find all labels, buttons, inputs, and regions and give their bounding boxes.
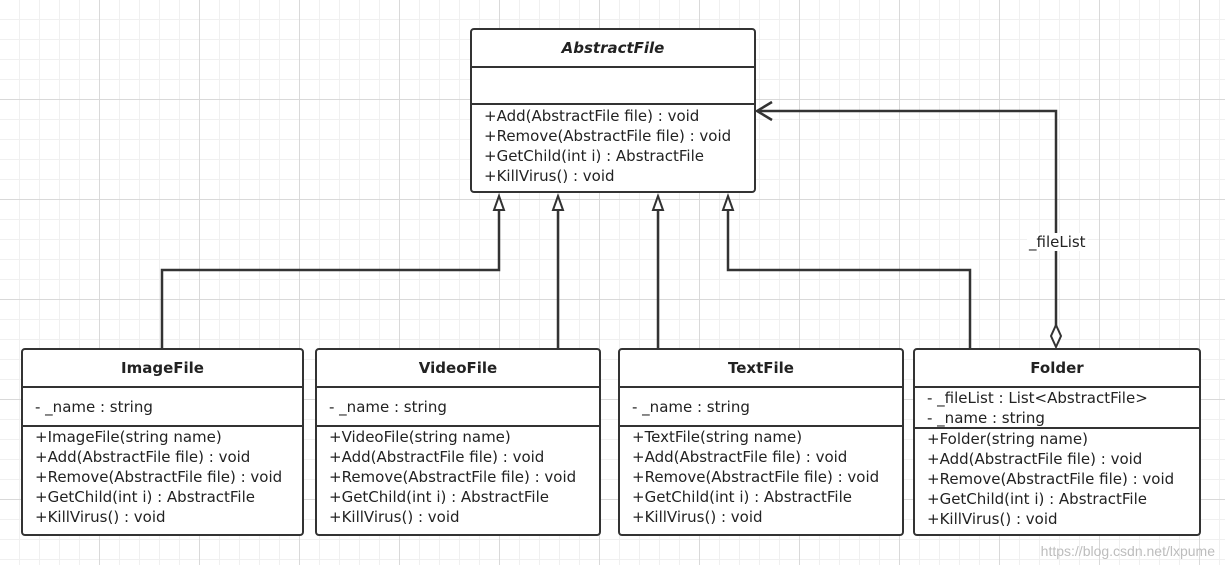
- operations-section-textfile: +TextFile(string name) +Add(AbstractFile…: [620, 427, 902, 527]
- operations-section-videofile: +VideoFile(string name) +Add(AbstractFil…: [317, 427, 599, 527]
- operation: +Remove(AbstractFile file) : void: [632, 468, 880, 486]
- operation: +GetChild(int i) : AbstractFile: [329, 488, 549, 506]
- operations-section-imagefile: +ImageFile(string name) +Add(AbstractFil…: [23, 427, 302, 527]
- class-name-imagefile: ImageFile: [23, 350, 302, 388]
- operation: +VideoFile(string name): [329, 428, 511, 446]
- operation: +Add(AbstractFile file) : void: [632, 448, 848, 466]
- operation: +Add(AbstractFile file) : void: [927, 450, 1143, 468]
- attribute: - _name : string: [632, 397, 750, 416]
- operation: +KillVirus() : void: [927, 510, 1058, 528]
- operation: +GetChild(int i) : AbstractFile: [632, 488, 852, 506]
- attribute: - _name : string: [329, 397, 447, 416]
- operation: +KillVirus() : void: [329, 508, 460, 526]
- aggregation-diamond: [1049, 322, 1063, 350]
- generalization-line-imagefile: [160, 210, 501, 349]
- attribute: - _fileList : List<AbstractFile>: [927, 388, 1148, 407]
- operation: +ImageFile(string name): [35, 428, 222, 446]
- class-imagefile[interactable]: ImageFile - _name : string +ImageFile(st…: [21, 348, 304, 536]
- operation: +Folder(string name): [927, 430, 1088, 448]
- association-label: _fileList: [1027, 233, 1088, 251]
- class-textfile[interactable]: TextFile - _name : string +TextFile(stri…: [618, 348, 904, 536]
- operation: +Add(AbstractFile file) : void: [35, 448, 251, 466]
- generalization-arrowhead-folder: [721, 193, 735, 211]
- aggregation-open-arrowhead: [754, 100, 773, 122]
- class-name-abstractfile: AbstractFile: [472, 30, 754, 68]
- operation: +Remove(AbstractFile file) : void: [484, 127, 732, 145]
- operation: +Remove(AbstractFile file) : void: [927, 470, 1175, 488]
- generalization-arrowhead-textfile: [651, 193, 665, 211]
- generalization-line-folder: [726, 210, 972, 349]
- operation: +TextFile(string name): [632, 428, 803, 446]
- generalization-arrowhead-videofile: [551, 193, 565, 211]
- attributes-section-videofile: - _name : string: [317, 388, 599, 427]
- operation: +GetChild(int i) : AbstractFile: [35, 488, 255, 506]
- aggregation-line: [757, 109, 1058, 326]
- operation: +KillVirus() : void: [484, 167, 615, 185]
- class-folder[interactable]: Folder - _fileList : List<AbstractFile> …: [913, 348, 1201, 536]
- operation: +GetChild(int i) : AbstractFile: [484, 147, 704, 165]
- watermark: https://blog.csdn.net/lxpume: [1040, 543, 1215, 559]
- operations-section-abstractfile: +Add(AbstractFile file) : void +Remove(A…: [472, 105, 754, 186]
- attribute: - _name : string: [35, 397, 153, 416]
- operation: +KillVirus() : void: [35, 508, 166, 526]
- operation: +Add(AbstractFile file) : void: [484, 107, 700, 125]
- operation: +Remove(AbstractFile file) : void: [329, 468, 577, 486]
- class-name-videofile: VideoFile: [317, 350, 599, 388]
- attributes-section-imagefile: - _name : string: [23, 388, 302, 427]
- attributes-section-abstractfile: [472, 68, 754, 105]
- class-name-folder: Folder: [915, 350, 1199, 388]
- attributes-section-textfile: - _name : string: [620, 388, 902, 427]
- operation: +Add(AbstractFile file) : void: [329, 448, 545, 466]
- attributes-section-folder: - _fileList : List<AbstractFile> - _name…: [915, 388, 1199, 429]
- operation: +GetChild(int i) : AbstractFile: [927, 490, 1147, 508]
- operation: +Remove(AbstractFile file) : void: [35, 468, 283, 486]
- attribute: - _name : string: [927, 408, 1045, 427]
- operation: +KillVirus() : void: [632, 508, 763, 526]
- class-name-textfile: TextFile: [620, 350, 902, 388]
- class-videofile[interactable]: VideoFile - _name : string +VideoFile(st…: [315, 348, 601, 536]
- generalization-arrowhead-imagefile: [492, 193, 506, 211]
- class-abstractfile[interactable]: AbstractFile +Add(AbstractFile file) : v…: [470, 28, 756, 193]
- operations-section-folder: +Folder(string name) +Add(AbstractFile f…: [915, 429, 1199, 529]
